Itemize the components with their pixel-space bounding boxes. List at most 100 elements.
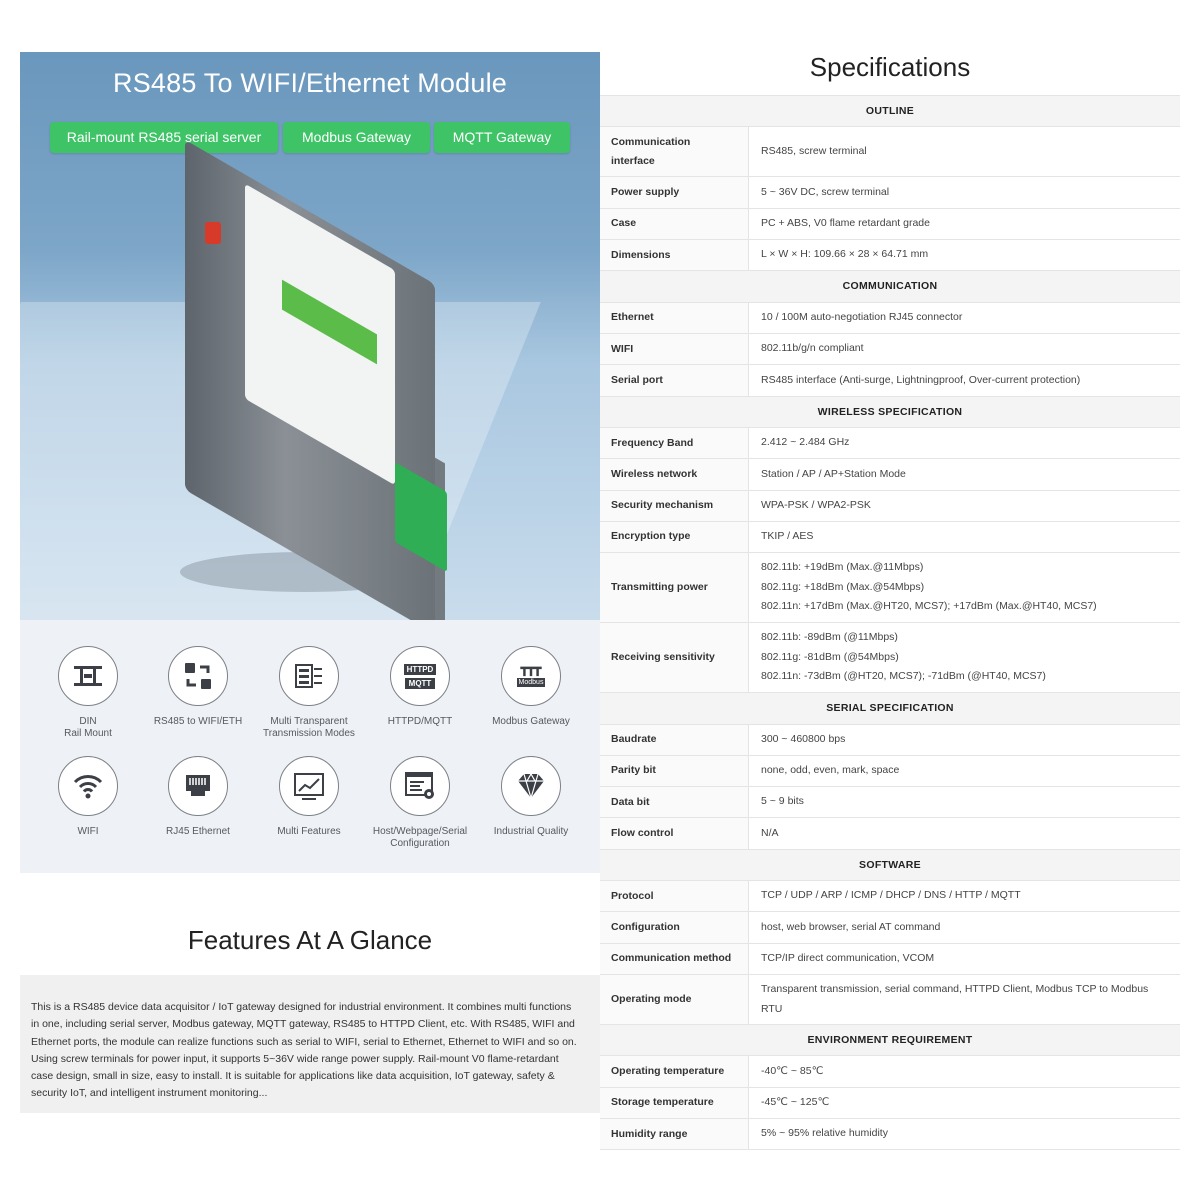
httpd-mqtt-icon: HTTPD MQTT [390,646,450,706]
spec-value: host, web browser, serial AT command [761,920,941,933]
spec-key: Flow control [600,818,749,849]
spec-key: Operating temperature [600,1056,749,1087]
spec-value: RS485, screw terminal [761,145,867,158]
spec-key: Humidity range [600,1118,749,1150]
spec-key: Operating mode [600,975,749,1024]
spec-value: 5 ~ 9 bits [761,795,804,808]
spec-value: 5% ~ 95% relative humidity [761,1127,888,1140]
feature-label: HTTPD/MQTT [387,716,453,727]
spec-value: TCP/IP direct communication, VCOM [761,952,935,965]
spec-value: 2.412 ~ 2.484 GHz [761,436,850,449]
spec-value: WPA-PSK / WPA2-PSK [761,498,871,511]
spec-row: Baudrate 300 ~ 460800 bps [600,723,1180,755]
rj45-ethernet-icon [168,756,228,816]
httpd-label: HTTPD [403,663,437,675]
spec-row: Frequency Band 2.412 ~ 2.484 GHz [600,426,1180,459]
feature-icon-grid: DIN Rail Mount RS485 to WIFI/ETH Multi T… [20,620,600,873]
spec-key: Data bit [600,787,749,818]
spec-row: Protocol TCP / UDP / ARP / ICMP / DHCP / … [600,880,1180,912]
spec-row: Operating mode Transparent transmission, … [600,974,1180,1024]
spec-value: TKIP / AES [761,530,814,543]
spec-key: Configuration [600,912,749,943]
spec-key: Baudrate [600,724,749,755]
industrial-quality-icon [501,756,561,816]
spec-key: Wireless network [600,459,749,490]
feature-label: Multi Features [277,826,341,837]
wifi-icon [58,756,118,816]
multi-features-icon [279,756,339,816]
feature-label: Modbus Gateway [492,716,570,727]
specifications-title: Specifications [809,52,971,82]
glance-description: This is a RS485 device data acquisitor /… [20,975,600,1113]
product-hero-banner: RS485 To WIFI/Ethernet Module Rail-mount… [20,52,600,620]
feature-wifi: WIFI [32,756,144,838]
feature-multi-transparent: Multi Transparent Transmission Modes [253,646,365,740]
spec-value: PC + ABS, V0 flame retardant grade [761,217,930,230]
feature-rj45-ethernet: RJ45 Ethernet [142,756,254,838]
spec-row: Data bit 5 ~ 9 bits [600,786,1180,818]
din-rail-icon [58,646,118,706]
spec-row: Ethernet 10 / 100M auto-negotiation RJ45 … [600,301,1180,333]
spec-value: none, odd, even, mark, space [761,764,900,777]
spec-value: RS485 interface (Anti-surge, Lightningpr… [761,373,1081,386]
feature-din-rail: DIN Rail Mount [32,646,144,740]
spec-value: 802.11b: +19dBm (Max.@11Mbps)802.11g: +1… [761,561,1097,613]
spec-key: Transmitting power [600,553,749,623]
feature-modbus-gateway: Modbus Modbus Gateway [475,646,587,728]
feature-label: Multi Transparent Transmission Modes [263,716,355,739]
multi-transparent-icon [279,646,339,706]
feature-configuration: Host/Webpage/Serial Configuration [364,756,476,850]
spec-key: Ethernet [600,302,749,333]
spec-value: Station / AP / AP+Station Mode [761,467,906,480]
spec-value: 300 ~ 460800 bps [761,732,846,745]
spec-row: Parity bit none, odd, even, mark, space [600,754,1180,787]
spec-key: Security mechanism [600,490,749,521]
spec-key: Case [600,208,749,239]
feature-label: Industrial Quality [493,826,569,837]
feature-label: WIFI [77,826,99,837]
spec-value: N/A [761,826,779,839]
spec-section-header: OUTLINE [600,95,1180,127]
feature-multi-features: Multi Features [253,756,365,838]
feature-label: RJ45 Ethernet [166,826,230,837]
spec-key: Dimensions [600,239,749,271]
spec-value: Transparent transmission, serial command… [761,982,1149,1015]
spec-row: Storage temperature-45℃ ~ 125℃ [600,1086,1180,1118]
spec-key: Parity bit [600,755,749,787]
spec-key: Frequency Band [600,427,749,459]
glance-title: Features At A Glance [187,925,433,955]
spec-row: Operating temperature-40℃ ~ 85℃ [600,1055,1180,1087]
spec-key: WIFI [600,333,749,365]
spec-key: Encryption type [600,521,749,553]
spec-value: TCP / UDP / ARP / ICMP / DHCP / DNS / HT… [761,889,1021,902]
mqtt-label: MQTT [404,677,436,689]
hero-title: RS485 To WIFI/Ethernet Module [113,68,507,98]
rs485-convert-icon [168,646,228,706]
modbus-gateway-icon: Modbus [501,646,561,706]
spec-value: 5 ~ 36V DC, screw terminal [761,185,890,198]
spec-value: 802.11b/g/n compliant [761,342,864,355]
spec-section-header: COMMUNICATION [600,270,1180,302]
spec-section-header: WIRELESS SPECIFICATION [600,395,1180,427]
spec-section-header: ENVIRONMENT REQUIREMENT [600,1024,1180,1056]
feature-label: Host/Webpage/Serial Configuration [372,826,468,849]
spec-key: Receiving sensitivity [600,623,749,693]
spec-key: Protocol [600,881,749,912]
spec-value: 10 / 100M auto-negotiation RJ45 connecto… [761,311,963,324]
feature-industrial-quality: Industrial Quality [475,756,587,838]
feature-label: DIN Rail Mount [64,716,112,739]
spec-row: Humidity range 5% ~ 95% relative humidity [600,1117,1180,1150]
spec-value: L × W × H: 109.66 × 28 × 64.71 mm [761,248,929,261]
spec-row: Encryption type TKIP / AES [600,520,1180,553]
spec-value: 802.11b: -89dBm (@11Mbps)802.11g: -81dBm… [761,631,1046,683]
tag-mqtt-gateway: MQTT Gateway [434,122,570,153]
spec-section-header: SOFTWARE [600,848,1180,881]
spec-row: Dimensions L × W × H: 109.66 × 28 × 64.71… [600,238,1180,271]
spec-row: Configuration host, web browser, serial A… [600,911,1180,943]
spec-key: Serial port [600,365,749,396]
